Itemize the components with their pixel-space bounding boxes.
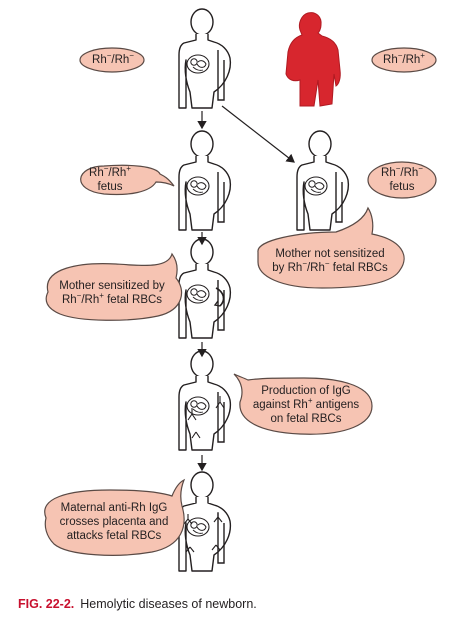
bubble-fetus-negative	[367, 161, 437, 199]
bubble-father-genotype	[371, 47, 437, 73]
mother-figure-2	[178, 130, 232, 231]
diagram-canvas	[44, 8, 437, 572]
igg-antibody-icon	[187, 396, 225, 439]
anti-rh-attack-icon	[183, 512, 223, 553]
bubble-sensitized	[45, 252, 183, 321]
label-fetus-negative: Rh−/Rh− fetus	[381, 164, 423, 193]
bubble-mother-genotype	[79, 47, 145, 73]
mother-figure-4	[178, 350, 232, 451]
fetal-cell-leak-icon	[215, 287, 225, 307]
label-father-genotype: Rh−/Rh+	[383, 51, 425, 66]
label-igg-production: Production of IgG against Rh+ antigens o…	[252, 385, 360, 425]
label-sensitized: Mother sensitized by Rh−/Rh+ fetal RBCs	[59, 280, 165, 306]
mother-figure-5	[178, 471, 232, 572]
label-fetus-positive: Rh−/Rh+ fetus	[89, 164, 131, 193]
bubble-not-sensitized	[257, 206, 405, 289]
bubble-igg	[233, 373, 373, 435]
mother-figure-3	[178, 238, 232, 339]
flow-arrows	[197, 105, 295, 472]
label-not-sensitized: Mother not sensitized by Rh−/Rh− fetal R…	[272, 248, 388, 274]
speech-bubbles	[44, 47, 437, 556]
bubble-fetus-positive	[80, 164, 175, 196]
mother-figure-1	[178, 8, 232, 109]
mother-figure-negative-fetus	[296, 130, 350, 231]
bubble-anti-rh	[44, 478, 186, 556]
caption-text: Hemolytic diseases of newborn.	[80, 597, 257, 611]
figure-number: FIG. 22-2.	[18, 597, 75, 611]
label-anti-rh: Maternal anti-Rh IgG crosses placenta an…	[59, 502, 169, 542]
label-mother-genotype: Rh−/Rh−	[92, 51, 134, 66]
figure-caption: FIG. 22-2. Hemolytic diseases of newborn.	[18, 597, 257, 611]
father-silhouette	[285, 12, 341, 107]
